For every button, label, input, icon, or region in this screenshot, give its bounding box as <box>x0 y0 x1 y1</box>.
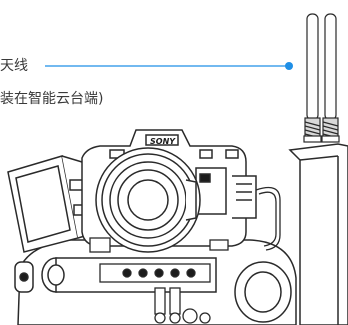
camera-lens <box>95 147 201 253</box>
antenna-left <box>303 13 322 143</box>
camera-brand-logo: SONY <box>150 137 176 146</box>
antenna-right <box>321 13 340 143</box>
camera-cable <box>255 186 281 251</box>
camera-cage-clamp <box>89 237 229 253</box>
callout-dot <box>285 62 293 70</box>
callout-label-mount: 装在智能云台端) <box>0 91 104 107</box>
callout-label-antenna: 天线 <box>0 58 28 74</box>
receiver-bracket <box>288 143 348 325</box>
mount-plate <box>99 263 211 283</box>
cable-connectors <box>154 287 211 324</box>
